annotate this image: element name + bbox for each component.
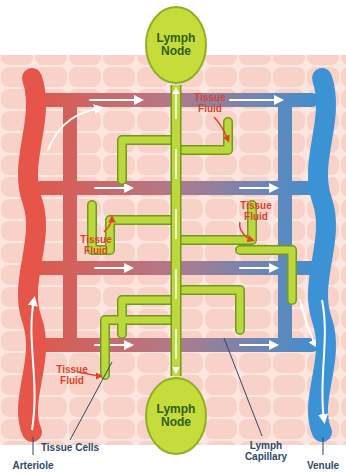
text-label: Arteriole xyxy=(3,460,63,471)
lymph-capillary-outline xyxy=(92,122,292,375)
text-label: Lymph Capillary xyxy=(236,440,296,462)
text-label: Tissue Fluid xyxy=(76,234,116,256)
text-label: Tissue Fluid xyxy=(190,92,230,114)
node-label: Lymph Node xyxy=(154,403,198,429)
text-label: Tissue Cells xyxy=(38,442,102,453)
arteriole-vessel xyxy=(28,78,36,432)
text-label: Venule xyxy=(293,460,346,471)
lymph-node: Lymph Node xyxy=(144,376,208,456)
text-label: Tissue Fluid xyxy=(236,200,276,222)
text-label: Tissue Fluid xyxy=(52,364,92,386)
venule-vessel xyxy=(318,78,326,432)
lymph-node: Lymph Node xyxy=(144,5,208,85)
lymph-vessel xyxy=(176,85,177,376)
node-label: Lymph Node xyxy=(154,32,198,58)
venule-flow xyxy=(322,300,325,420)
arteriole-flow xyxy=(31,300,34,430)
lymph-capillaries xyxy=(92,122,292,375)
flow-arrows xyxy=(48,100,316,345)
